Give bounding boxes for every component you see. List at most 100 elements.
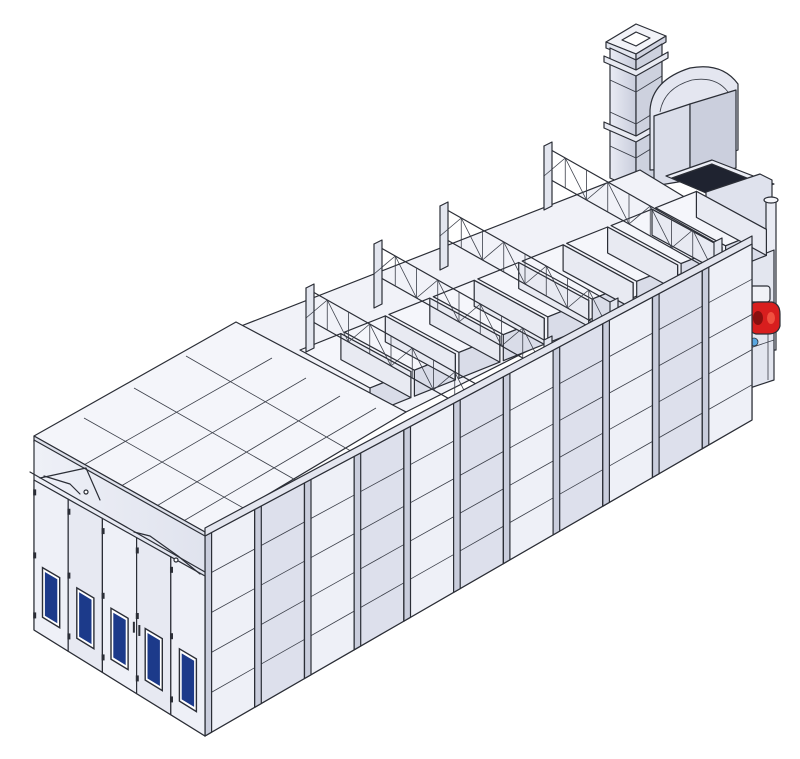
roof-ducts bbox=[299, 190, 768, 415]
truss-lattice bbox=[433, 371, 456, 391]
door-window-glass bbox=[147, 633, 160, 686]
truss-lattice bbox=[439, 217, 462, 237]
truss-lattice bbox=[348, 323, 371, 343]
truss-lattice bbox=[482, 241, 505, 261]
side-wall-seam bbox=[204, 627, 255, 657]
truss-lattice bbox=[373, 255, 396, 275]
truss-lattice bbox=[649, 205, 672, 249]
door-hinge bbox=[67, 572, 71, 579]
side-wall-column bbox=[651, 293, 660, 479]
side-wall-bay bbox=[651, 269, 703, 479]
side-wall-seam bbox=[304, 533, 355, 562]
truss-post bbox=[305, 283, 315, 353]
door-panel bbox=[67, 498, 104, 674]
side-wall-seam bbox=[652, 377, 703, 406]
side-wall-seam bbox=[204, 588, 255, 617]
side-wall-bay bbox=[353, 429, 405, 651]
door-hinge bbox=[101, 654, 105, 661]
side-wall-seam bbox=[353, 544, 405, 573]
truss-lattice bbox=[503, 241, 526, 285]
truss-lattice bbox=[545, 265, 568, 309]
side-wall-seam bbox=[353, 582, 405, 612]
side-wall-seam bbox=[702, 349, 753, 378]
front-doors bbox=[33, 479, 206, 737]
door-hinge bbox=[169, 696, 173, 703]
truss-lattice bbox=[607, 181, 630, 225]
side-wall-seam bbox=[702, 314, 753, 343]
side-wall-column bbox=[701, 266, 710, 450]
side-wall-column bbox=[403, 425, 412, 622]
side-wall-seam bbox=[254, 560, 305, 589]
door-hinge bbox=[101, 528, 105, 535]
truss-post bbox=[543, 141, 553, 211]
door-panel bbox=[170, 556, 206, 737]
truss-lattice bbox=[628, 205, 651, 225]
truss-lattice bbox=[458, 303, 481, 323]
side-wall-seam bbox=[353, 467, 405, 496]
door-hinge bbox=[135, 613, 139, 620]
side-wall-seam bbox=[702, 384, 753, 414]
side-wall-seam bbox=[453, 525, 504, 555]
burner-red-fan bbox=[747, 301, 781, 347]
side-wall-seam bbox=[453, 488, 504, 518]
side-wall-seam bbox=[552, 432, 604, 462]
side-wall-seam bbox=[403, 478, 454, 507]
side-wall-seam bbox=[652, 412, 703, 442]
side-wall-column bbox=[453, 399, 461, 594]
side-wall-bay bbox=[254, 482, 306, 708]
side-wall-bay bbox=[552, 323, 604, 536]
side-wall-seam bbox=[602, 441, 653, 471]
truss-lattice bbox=[501, 327, 524, 347]
truss-post bbox=[373, 239, 383, 309]
side-wall-bay bbox=[602, 296, 654, 507]
side-wall-bay bbox=[403, 402, 455, 622]
door-hinge bbox=[67, 633, 71, 640]
side-wall-bay bbox=[303, 455, 355, 680]
door-panel bbox=[33, 479, 69, 652]
side-wall-column bbox=[204, 531, 213, 737]
side-wall-seam bbox=[503, 460, 554, 490]
door-hinge bbox=[169, 566, 173, 573]
side-wall-bay bbox=[204, 508, 256, 737]
side-wall-seam bbox=[254, 639, 305, 669]
roof-duct-end bbox=[429, 297, 501, 363]
door-hinge bbox=[33, 489, 37, 496]
truss-lattice bbox=[390, 347, 413, 367]
door-hinge bbox=[101, 592, 105, 599]
side-wall-seam bbox=[204, 667, 255, 697]
door-hinge bbox=[169, 633, 173, 640]
door-hinge bbox=[33, 552, 37, 559]
side-wall-seam bbox=[453, 413, 504, 442]
side-wall-seam bbox=[254, 521, 305, 550]
door-panel bbox=[101, 517, 138, 695]
side-wall-bay bbox=[453, 376, 504, 594]
side-wall-seam bbox=[602, 332, 653, 361]
door-window-glass bbox=[44, 572, 58, 624]
truss-lattice bbox=[567, 289, 590, 309]
truss-lattice bbox=[416, 279, 439, 299]
truss-lattice bbox=[394, 255, 417, 299]
side-wall-seam bbox=[304, 494, 355, 523]
truss-lattice bbox=[411, 347, 434, 391]
side-wall-seam bbox=[702, 278, 753, 307]
truss-lattice bbox=[564, 157, 587, 201]
side-wall-seam bbox=[652, 341, 703, 370]
truss-lattice bbox=[369, 323, 392, 367]
side-wall-seam bbox=[602, 404, 653, 434]
side-wall-seam bbox=[503, 497, 554, 527]
side-wall-seam bbox=[403, 554, 454, 584]
side-wall-seam bbox=[304, 572, 355, 601]
side-wall-column bbox=[254, 505, 262, 708]
door-hinge bbox=[135, 675, 139, 682]
side-wall-seam bbox=[552, 469, 604, 499]
side-wall-bay bbox=[701, 243, 753, 450]
side-wall bbox=[204, 235, 753, 737]
side-wall-seam bbox=[453, 451, 504, 480]
side-wall-seam bbox=[204, 548, 255, 577]
side-wall-column bbox=[353, 452, 362, 651]
door-rail bbox=[29, 467, 206, 575]
side-wall-seam bbox=[552, 396, 604, 425]
truss-lattice bbox=[524, 265, 547, 285]
truss-lattice bbox=[437, 279, 460, 323]
